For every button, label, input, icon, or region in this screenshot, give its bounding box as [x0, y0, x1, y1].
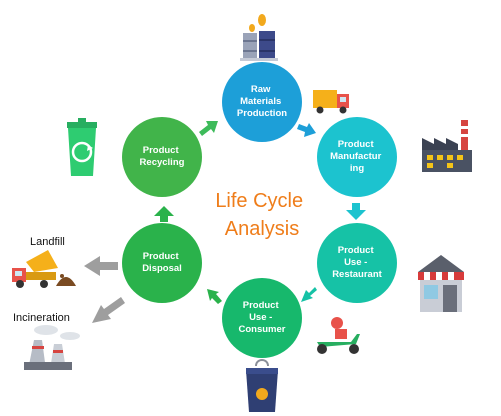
stage-consumer: Product Use - Consumer [222, 278, 302, 358]
arrow-to-incineration [92, 297, 125, 323]
incineration-label: Incineration [13, 312, 70, 324]
stage-manufacturing: Product Manufactur ing [317, 117, 397, 197]
restaurant-icon [418, 255, 464, 312]
oil-barrels-icon [240, 14, 278, 61]
delivery-scooter-icon [317, 317, 360, 354]
stage-disposal: Product Disposal [122, 223, 202, 303]
arrow-restaurant-to-consumer [301, 287, 317, 302]
arrow-consumer-to-disposal [207, 289, 222, 304]
flow-arrows [84, 121, 366, 323]
stage-circle [122, 117, 202, 197]
delivery-truck-icon [313, 90, 349, 114]
stage-raw-materials: Raw Materials Production [222, 62, 302, 142]
takeout-box-icon [246, 359, 278, 412]
factory-icon [422, 120, 472, 172]
incinerator-icon [24, 325, 80, 370]
stage-circle [222, 278, 302, 358]
landfill-label: Landfill [30, 236, 65, 248]
stage-label: Product Disposal [142, 251, 182, 274]
arrow-to-landfill [84, 256, 118, 276]
stage-restaurant: Product Use - Restaurant [317, 223, 397, 303]
arrow-raw-to-manufacturing [297, 123, 316, 137]
stage-recycling: Product Recycling [122, 117, 202, 197]
arrow-recycling-to-raw [199, 121, 218, 136]
arrow-manufacturing-to-restaurant [346, 203, 366, 220]
stage-label: Product Manufactur ing [330, 139, 384, 174]
stage-label: Product Recycling [140, 145, 185, 168]
stage-label: Raw Materials Production [237, 84, 287, 119]
arrow-disposal-to-recycling [154, 206, 174, 222]
stage-label: Product Use - Restaurant [332, 245, 382, 280]
dump-truck-icon [12, 250, 76, 288]
stage-circle [317, 117, 397, 197]
stage-circle [122, 223, 202, 303]
recycle-bin-icon [67, 118, 97, 176]
stage-circle [222, 62, 302, 142]
diagram-title: Life Cycle Analysis [215, 190, 308, 240]
stage-label: Product Use - Consumer [239, 300, 286, 335]
stage-circle [317, 223, 397, 303]
